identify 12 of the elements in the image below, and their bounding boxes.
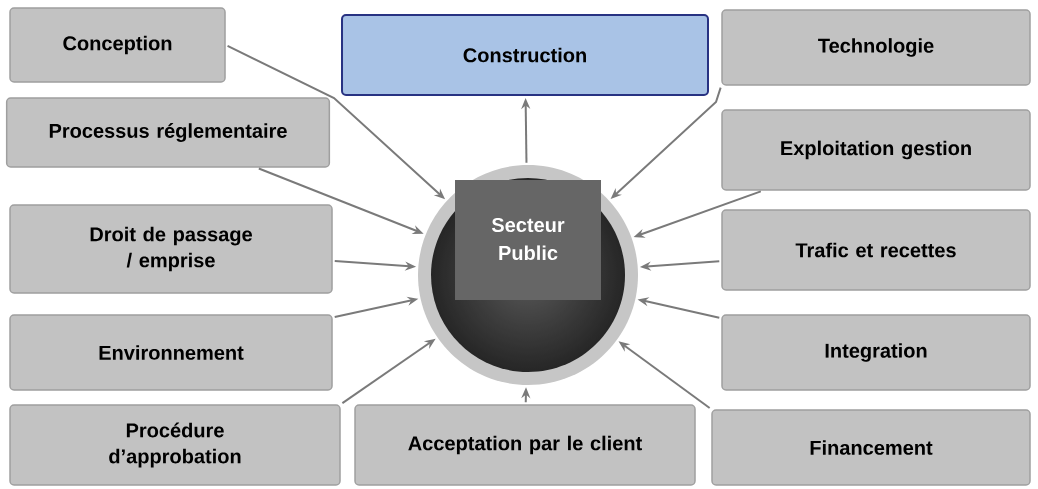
label-box: Processus réglementaire	[5, 97, 331, 168]
label-box: Technologie	[721, 9, 1031, 86]
label-box: Financement	[711, 409, 1031, 486]
label-box: Procédure d’approbation	[9, 404, 341, 486]
label-box: Acceptation par le client	[354, 404, 696, 486]
label-box: Integration	[721, 314, 1031, 391]
label-box: Trafic et recettes	[721, 209, 1031, 291]
label-box: Exploitation gestion	[721, 109, 1031, 191]
label-box: Environnement	[9, 314, 333, 391]
label-box: Droit de passage / emprise	[9, 204, 333, 294]
label-box: Conception	[9, 7, 226, 83]
label-box: Construction	[341, 14, 709, 96]
